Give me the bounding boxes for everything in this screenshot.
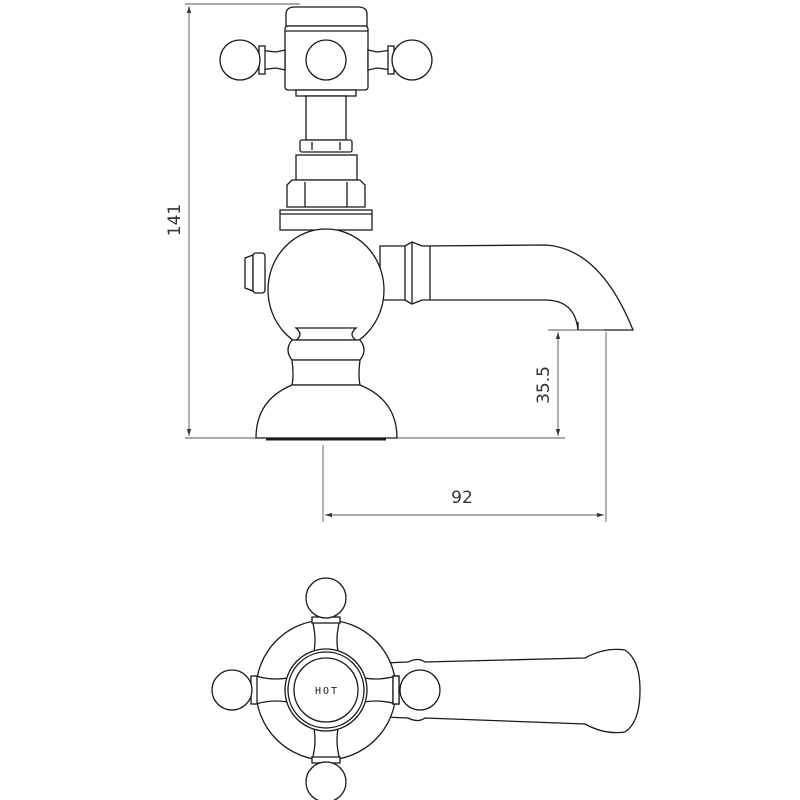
handle-ball-right-top (399, 669, 441, 711)
spout-reach-dimension: 92 (322, 332, 607, 522)
lever-spout-top (382, 648, 641, 734)
base-bell (255, 384, 398, 439)
body-bead (287, 339, 365, 361)
handle-ball-bottom (305, 761, 347, 800)
spindle-nut (299, 139, 353, 153)
spout-reach-label: 92 (451, 488, 473, 508)
handle-ball-left (219, 39, 261, 81)
spindle (305, 95, 347, 141)
hex-nut (286, 179, 366, 208)
handle-cap (285, 6, 368, 27)
handle-arm-left (219, 39, 286, 81)
flange (279, 209, 373, 231)
handle-ball-top (305, 577, 347, 619)
spout-height-dimension: 35.5 (534, 329, 604, 436)
height-dimension-label: 141 (165, 204, 185, 236)
handle-arm-right (367, 39, 433, 81)
hot-indicator-label: HOT (315, 686, 339, 697)
collar (295, 154, 358, 181)
handle-ball-left-top (211, 669, 253, 711)
height-dimension: 141 (165, 3, 565, 439)
spout-height-label: 35.5 (534, 366, 554, 404)
handle-center-boss (305, 39, 347, 81)
handle-ball-right (391, 39, 433, 81)
top-view: HOT (211, 577, 641, 800)
hot-indicator-cap (293, 657, 359, 723)
side-view: 141 (165, 3, 634, 522)
spout (379, 241, 634, 331)
diverter-button (244, 252, 266, 294)
